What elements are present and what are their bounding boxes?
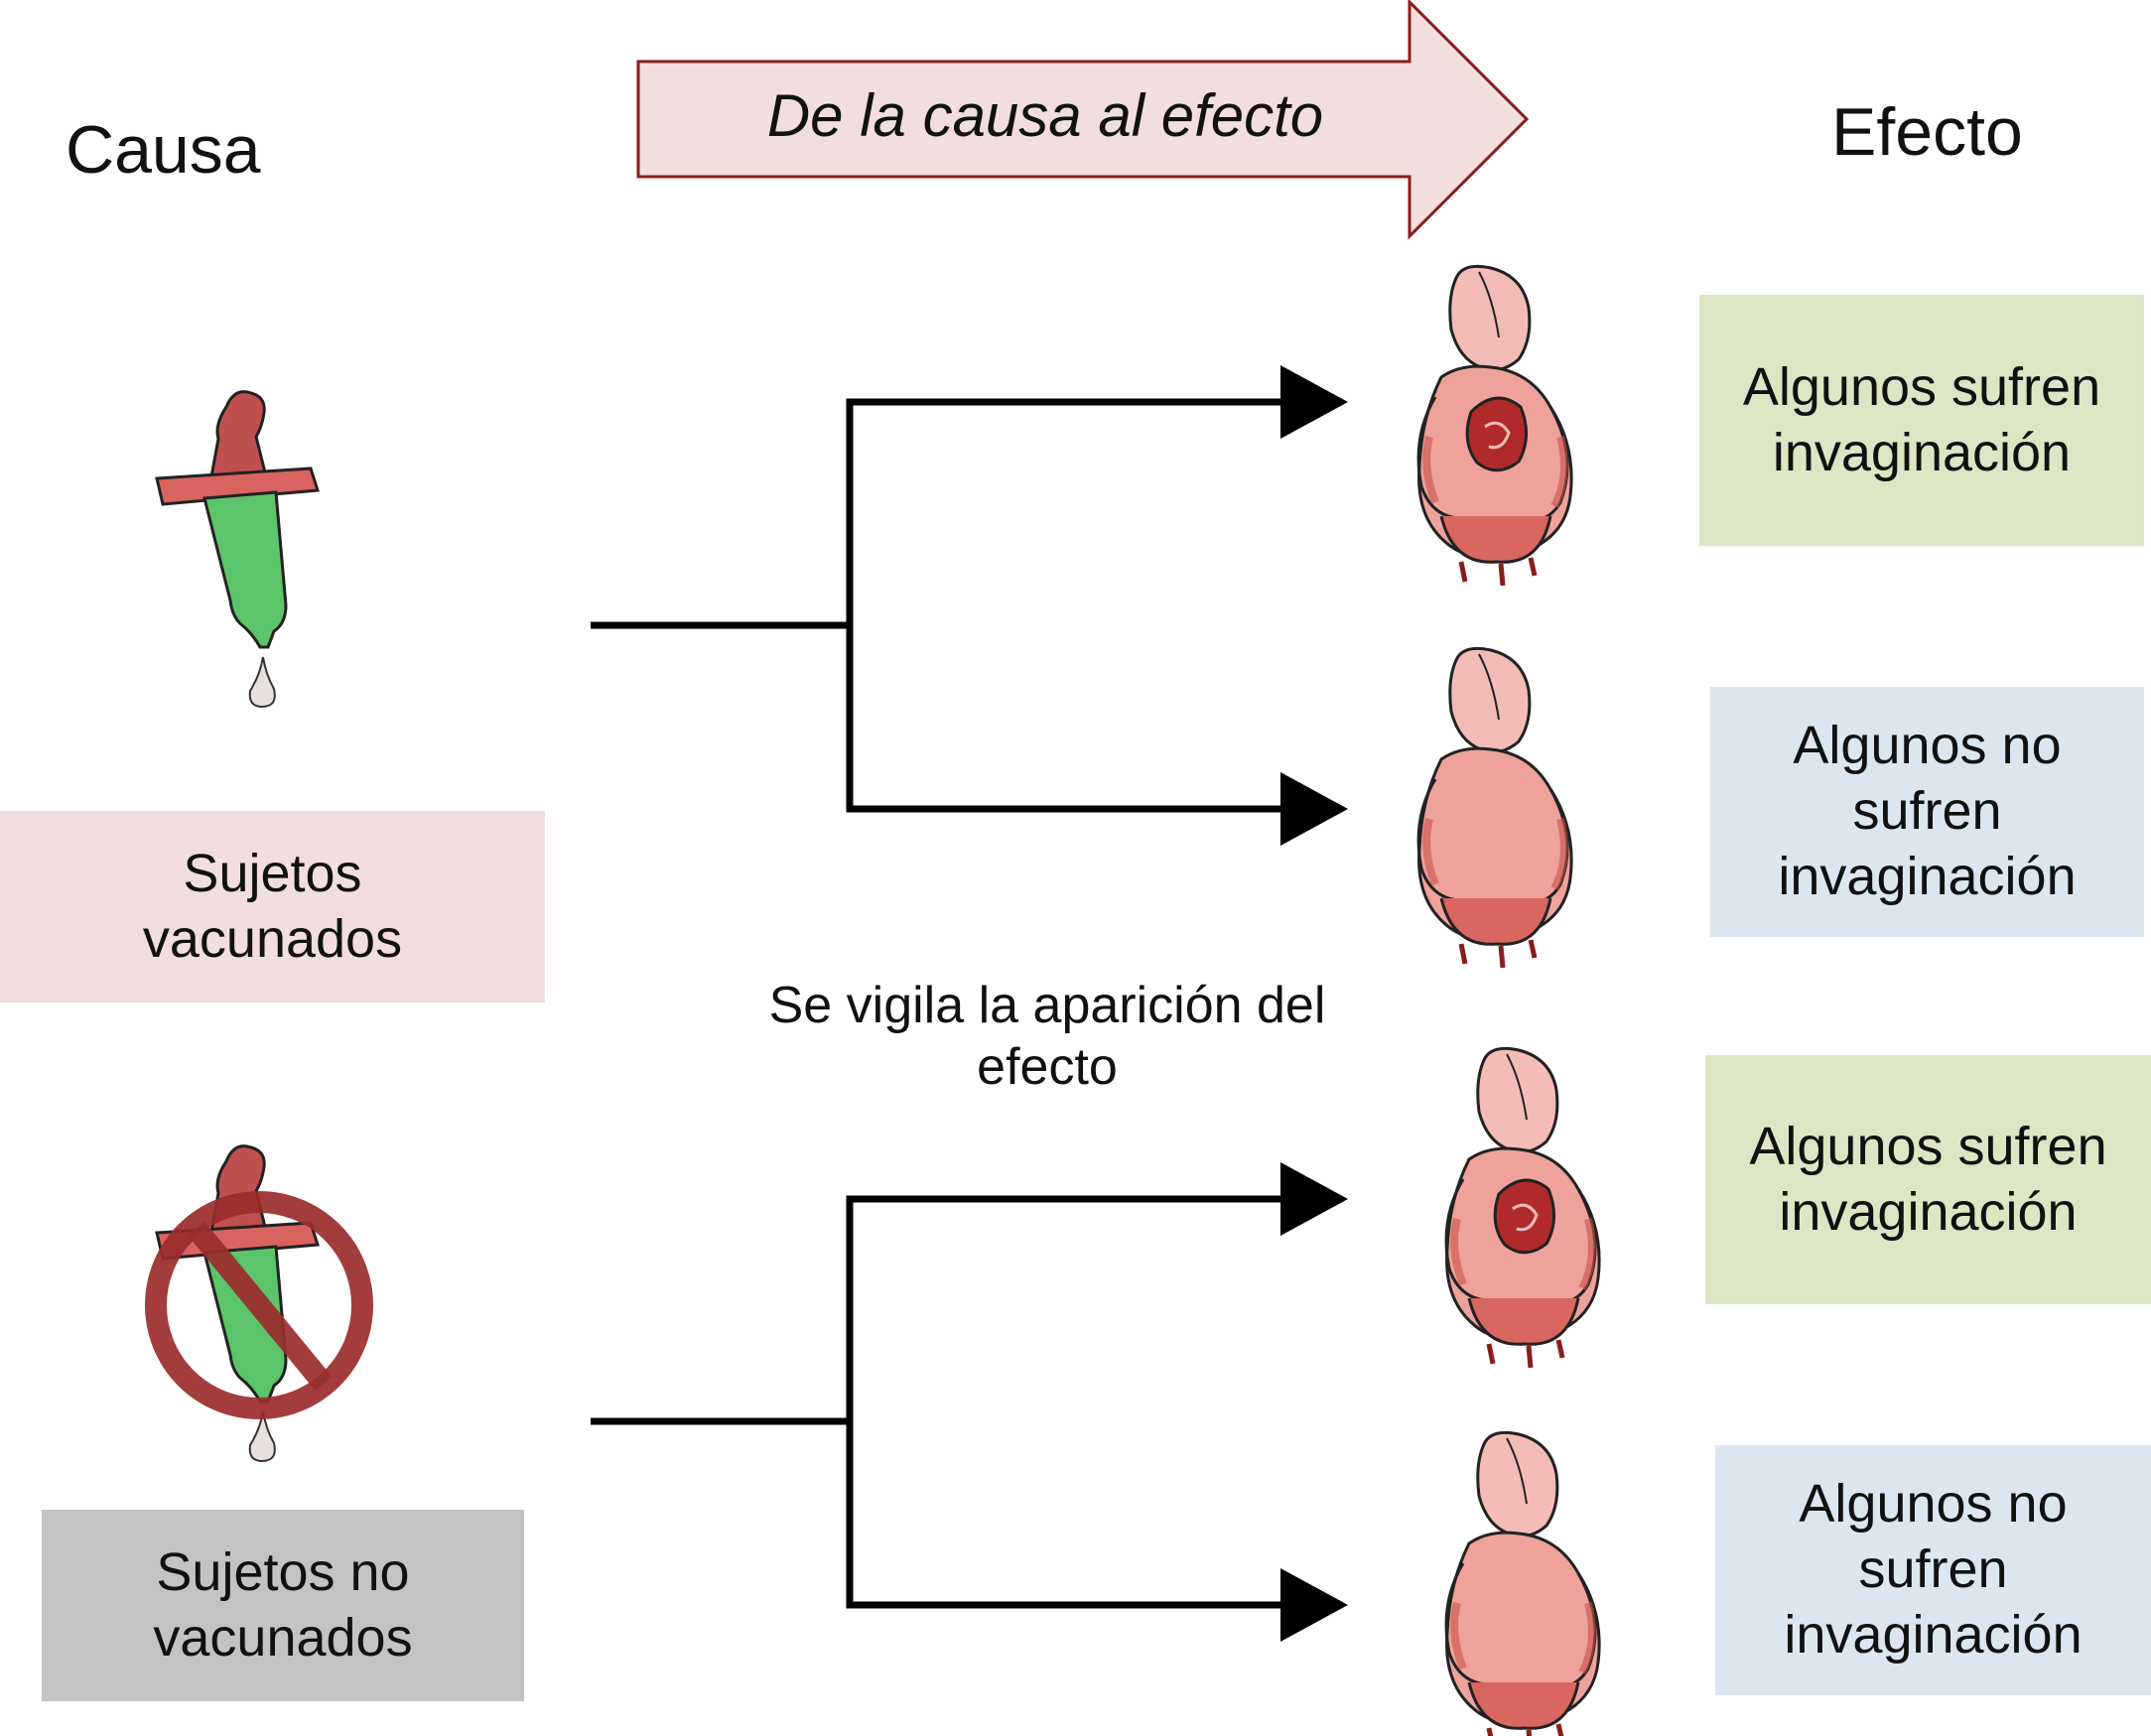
arrowhead <box>1280 772 1348 846</box>
dropper-icon <box>155 390 320 709</box>
outcome-box-vaccinated-unaffected: Algunos no sufren invaginación <box>1710 687 2144 937</box>
no-dropper-icon <box>145 1144 373 1463</box>
prohibition-sign-icon <box>145 1191 373 1419</box>
group-box-unvaccinated: Sujetos no vacunados <box>42 1510 524 1701</box>
arrowhead <box>1280 1162 1348 1236</box>
baby-icon <box>1418 648 1571 968</box>
baby-icon <box>1418 266 1571 586</box>
arrowhead <box>1280 365 1348 439</box>
branch-connector-top <box>591 398 1290 813</box>
monitoring-note: Se vigila la aparición del efecto <box>768 977 1326 1097</box>
baby-icon <box>1446 1432 1599 1736</box>
arrowhead <box>1280 1568 1348 1642</box>
cause-heading: Causa <box>66 112 261 188</box>
direction-arrow-label: De la causa al efecto <box>766 82 1324 149</box>
direction-arrow <box>636 0 1530 240</box>
branch-connector-bottom <box>591 1195 1290 1609</box>
effect-heading: Efecto <box>1831 94 2023 170</box>
outcome-box-vaccinated-affected: Algunos sufren invaginación <box>1699 295 2144 546</box>
outcome-box-unvaccinated-unaffected: Algunos no sufren invaginación <box>1715 1445 2151 1695</box>
group-box-vaccinated: Sujetos vacunados <box>0 811 545 1002</box>
outcome-box-unvaccinated-affected: Algunos sufren invaginación <box>1705 1055 2151 1304</box>
baby-icon <box>1446 1048 1599 1368</box>
